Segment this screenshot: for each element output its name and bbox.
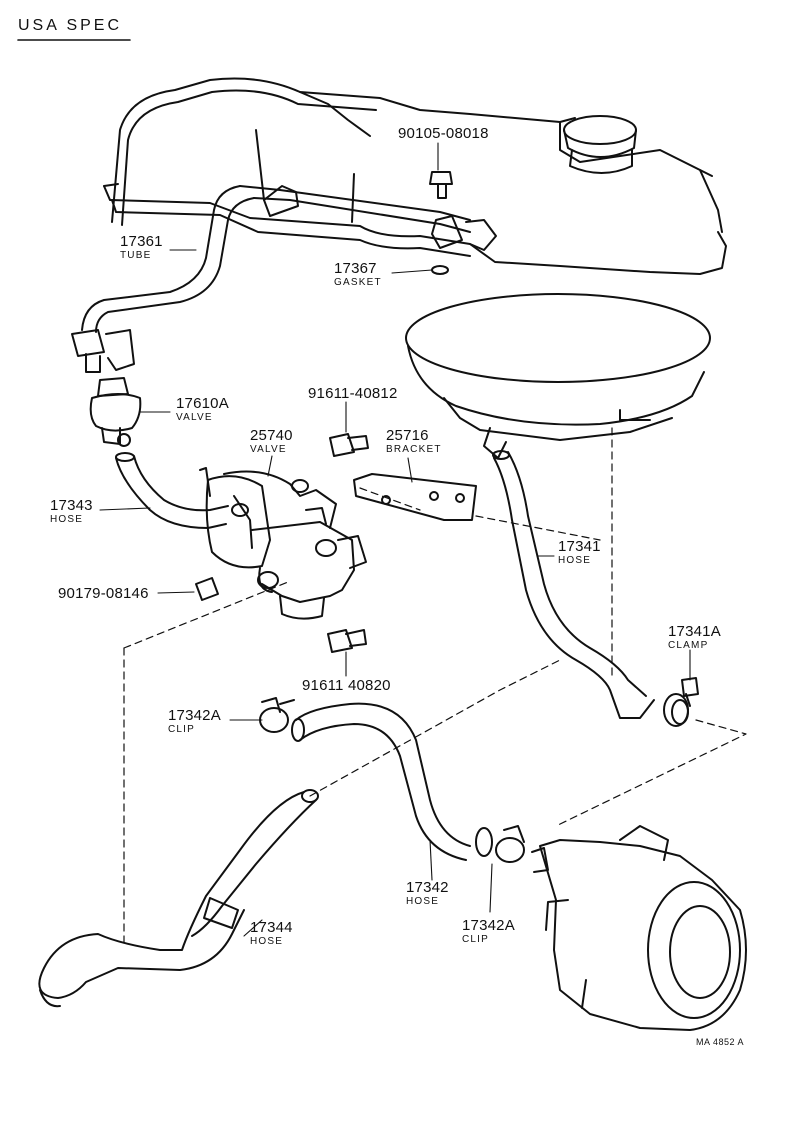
part-label-91611-40820[interactable]: 91611 40820 xyxy=(302,678,391,693)
part-name: VALVE xyxy=(176,412,213,423)
part-number: 17341 xyxy=(558,538,601,555)
part-number: 17343 xyxy=(50,497,93,514)
part-name: CLIP xyxy=(168,724,196,735)
part-label-17344[interactable]: 17344 HOSE xyxy=(250,920,293,947)
part-name: CLAMP xyxy=(668,640,709,651)
part-name: HOSE xyxy=(250,936,284,947)
hose-17342-drawing xyxy=(291,702,493,861)
part-number: 25740 xyxy=(250,427,293,444)
clamp-17341a-drawing xyxy=(663,677,699,727)
part-label-17341[interactable]: 17341 HOSE xyxy=(558,539,601,566)
part-label-90179-08146[interactable]: 90179-08146 xyxy=(58,586,149,601)
valve-cover-drawing xyxy=(103,77,727,275)
part-number: 90105-08018 xyxy=(398,125,489,142)
leader-lines xyxy=(99,142,691,937)
phantom-lines xyxy=(123,427,747,945)
part-label-17342a-upper[interactable]: 17342A CLIP xyxy=(168,708,221,735)
valve-25740-drawing xyxy=(199,467,367,620)
nut-90179-08146-drawing xyxy=(195,577,219,601)
part-number: 17344 xyxy=(250,919,293,936)
valve-17610a-drawing xyxy=(89,377,142,447)
part-name: TUBE xyxy=(120,250,152,261)
part-name: HOSE xyxy=(406,896,440,907)
part-label-17342[interactable]: 17342 HOSE xyxy=(406,880,449,907)
part-name: GASKET xyxy=(334,277,382,288)
part-name: HOSE xyxy=(50,514,84,525)
part-label-17361[interactable]: 17361 TUBE xyxy=(120,234,163,261)
clip-17342a-upper-drawing xyxy=(259,697,295,733)
part-label-17341a[interactable]: 17341A CLAMP xyxy=(668,624,721,651)
part-label-25716[interactable]: 25716 BRACKET xyxy=(386,428,442,455)
clip-17342a-lower-drawing xyxy=(495,825,525,863)
bracket-25716-drawing xyxy=(353,473,477,521)
part-label-17342a-lower[interactable]: 17342A CLIP xyxy=(462,918,515,945)
bolt-91611-40812-drawing xyxy=(329,433,369,457)
part-number: 17367 xyxy=(334,260,377,277)
part-name: BRACKET xyxy=(386,444,442,455)
spec-title: USA SPEC xyxy=(18,17,123,34)
hose-17343-drawing xyxy=(115,452,229,529)
part-number: 25716 xyxy=(386,427,429,444)
drawing-code: MA 4852 A xyxy=(696,1037,745,1047)
part-number: 17342 xyxy=(406,879,449,896)
part-label-25740[interactable]: 25740 VALVE xyxy=(250,428,293,455)
part-label-17367[interactable]: 17367 GASKET xyxy=(334,261,382,288)
part-number: 17342A xyxy=(462,917,515,934)
hose-17341-drawing xyxy=(492,450,655,719)
air-cleaner-drawing xyxy=(405,293,711,459)
bolt-90105-08018-drawing xyxy=(429,171,453,199)
part-name: VALVE xyxy=(250,444,287,455)
air-pump-drawing xyxy=(531,825,747,1031)
part-number: 17341A xyxy=(668,623,721,640)
part-number: 17342A xyxy=(168,707,221,724)
bolt-91611-40820-drawing xyxy=(327,629,367,653)
part-number: 91611-40812 xyxy=(308,385,398,402)
part-number: 91611 40820 xyxy=(302,677,391,694)
part-label-17610a[interactable]: 17610A VALVE xyxy=(176,396,229,423)
part-number: 17610A xyxy=(176,395,229,412)
part-name: CLIP xyxy=(462,934,490,945)
part-number: 17361 xyxy=(120,233,163,250)
part-label-90105-08018[interactable]: 90105-08018 xyxy=(398,126,489,141)
part-name: HOSE xyxy=(558,555,592,566)
part-label-91611-40812[interactable]: 91611-40812 xyxy=(308,386,398,401)
gasket-17367-drawing xyxy=(431,265,449,275)
part-label-17343[interactable]: 17343 HOSE xyxy=(50,498,93,525)
part-number: 90179-08146 xyxy=(58,585,149,602)
tube-17361-drawing xyxy=(71,185,497,373)
hose-17344-drawing xyxy=(38,789,319,1008)
